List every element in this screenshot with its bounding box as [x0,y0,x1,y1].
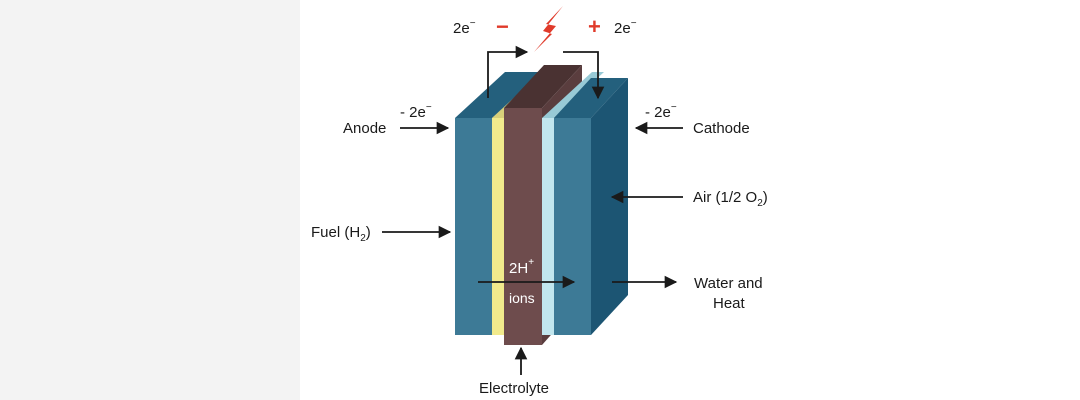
air-label: Air (1/2 O2) [693,189,768,209]
anode-top [455,72,542,118]
cathode-circuit-wire [563,51,605,100]
electrolyte-front [504,108,542,345]
electron-label-right: 2e− [614,18,637,37]
cathode-front [554,118,591,335]
anode-front [455,118,492,335]
anode-charge: - 2e− [400,102,432,121]
left-background-band [0,0,300,400]
water-heat-label-line2: Heat [713,295,746,312]
electrolyte-label: Electrolyte [479,380,549,397]
plus-sign: + [588,14,601,39]
cathode-catalyst-layer [542,118,554,335]
anode-catalyst-layer [492,118,504,335]
fuel-label: Fuel (H2) [311,224,371,244]
water-heat-label-line1: Water and [694,275,763,292]
cathode-charge: - 2e− [645,102,677,121]
anode-circuit-wire [487,45,529,98]
electron-label-left: 2e− [453,18,476,37]
anode-label: Anode [343,120,386,137]
minus-sign: − [496,14,509,39]
lightning-icon [534,6,563,52]
ions-word: ions [509,290,535,306]
electrolyte-top [504,65,582,108]
ion-label: 2H+ [509,257,534,277]
cathode-top [554,78,628,118]
cathode-side [591,78,628,335]
cathode-label: Cathode [693,120,750,137]
